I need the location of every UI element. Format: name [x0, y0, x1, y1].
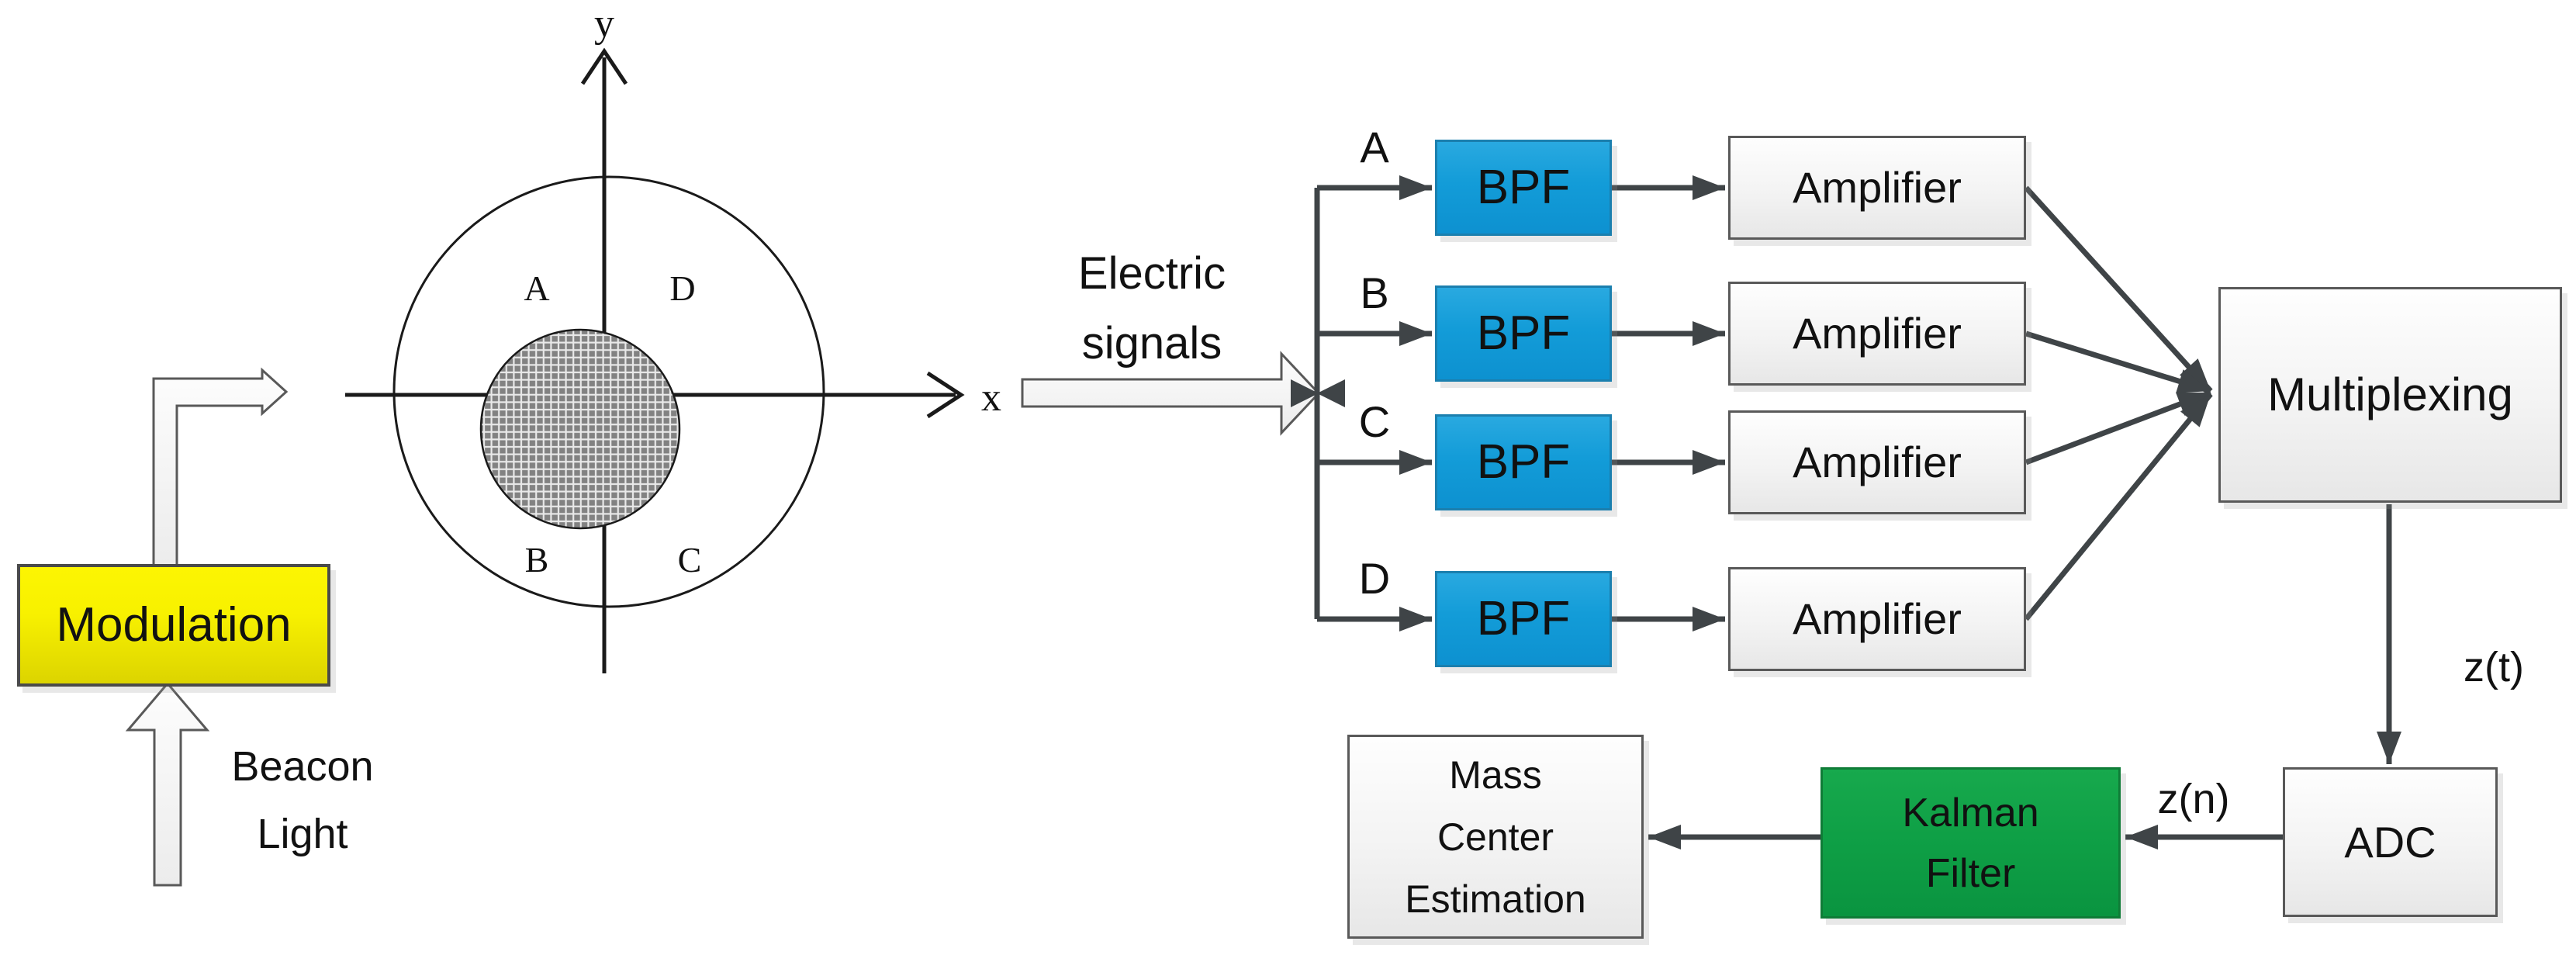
amplifier-b-label: Amplifier — [1793, 309, 1962, 358]
electric-signals-line2: signals — [1081, 317, 1222, 369]
bpf-d-box: BPF — [1435, 571, 1612, 667]
beacon-light-line1: Beacon — [231, 743, 374, 790]
x-axis-arrowhead-icon — [926, 371, 965, 419]
modulation-output-arrow-icon — [152, 367, 289, 569]
electric-signals-line1: Electric — [1077, 248, 1226, 299]
bpf-b-label: BPF — [1476, 306, 1571, 360]
channel-d-label: D — [1358, 554, 1391, 603]
channel-c-label: C — [1358, 397, 1391, 446]
quadrant-a-label: A — [524, 268, 550, 308]
modulation-label: Modulation — [56, 597, 292, 652]
quadrant-d-label: D — [669, 268, 696, 308]
electric-signals-arrow-icon — [1021, 351, 1321, 436]
bpf-c-label: BPF — [1476, 434, 1571, 489]
amp-c-to-mux-arrow — [2024, 389, 2212, 465]
y-axis-label: y — [594, 2, 614, 46]
amplifier-c-label: Amplifier — [1793, 438, 1962, 487]
amplifier-c-box: Amplifier — [1728, 410, 2026, 514]
mass-center-estimation-box: Mass Center Estimation — [1347, 735, 1644, 939]
amplifier-d-box: Amplifier — [1728, 567, 2026, 671]
bpf-c-box: BPF — [1435, 414, 1612, 510]
bpf-a-box: BPF — [1435, 140, 1612, 236]
amp-b-to-mux-arrow — [2024, 330, 2212, 394]
multiplexing-box: Multiplexing — [2218, 287, 2562, 503]
amplifier-b-box: Amplifier — [1728, 282, 2026, 386]
amplifier-d-label: Amplifier — [1793, 594, 1962, 644]
beacon-spot-circle — [479, 328, 681, 530]
quadrant-c-label: C — [677, 540, 702, 580]
mass-label-line2: Center — [1437, 815, 1554, 859]
amp-d-to-mux-arrow — [2024, 392, 2213, 621]
amplifier-a-box: Amplifier — [1728, 136, 2026, 240]
x-axis-label: x — [981, 375, 1001, 420]
adc-label: ADC — [2344, 817, 2436, 867]
bpf-d-label: BPF — [1476, 591, 1571, 645]
kalman-filter-box: Kalman Filter — [1820, 767, 2121, 919]
kalman-label-line2: Filter — [1925, 850, 2016, 896]
channel-a-label: A — [1360, 123, 1389, 171]
beacon-light-line2: Light — [257, 811, 348, 858]
quadrant-b-label: B — [524, 540, 549, 580]
kalman-label-line1: Kalman — [1902, 790, 2039, 836]
bus-junction-arrowhead-icon — [1291, 379, 1319, 407]
bpf-a-label: BPF — [1476, 160, 1571, 214]
modulation-box: Modulation — [17, 564, 330, 687]
mass-label-line1: Mass — [1449, 753, 1542, 797]
beacon-light-arrow-icon — [125, 681, 210, 887]
channel-b-label: B — [1360, 268, 1389, 317]
amplifier-a-label: Amplifier — [1793, 163, 1962, 213]
zt-signal-label: z(t) — [2464, 644, 2524, 690]
mass-label-line3: Estimation — [1405, 877, 1586, 921]
adc-box: ADC — [2283, 767, 2498, 917]
detector-outer-circle — [392, 175, 825, 608]
zn-signal-label: z(n) — [2157, 776, 2230, 822]
y-axis-arrowhead-icon — [580, 47, 628, 85]
electric-signals-label: Electric signals — [1032, 239, 1272, 379]
bus-junction-arrowhead-icon — [1317, 379, 1345, 407]
amp-a-to-mux-arrow — [2024, 185, 2213, 393]
beacon-light-label: Beacon Light — [186, 733, 419, 869]
multiplexing-label: Multiplexing — [2267, 369, 2513, 420]
bpf-b-box: BPF — [1435, 285, 1612, 382]
